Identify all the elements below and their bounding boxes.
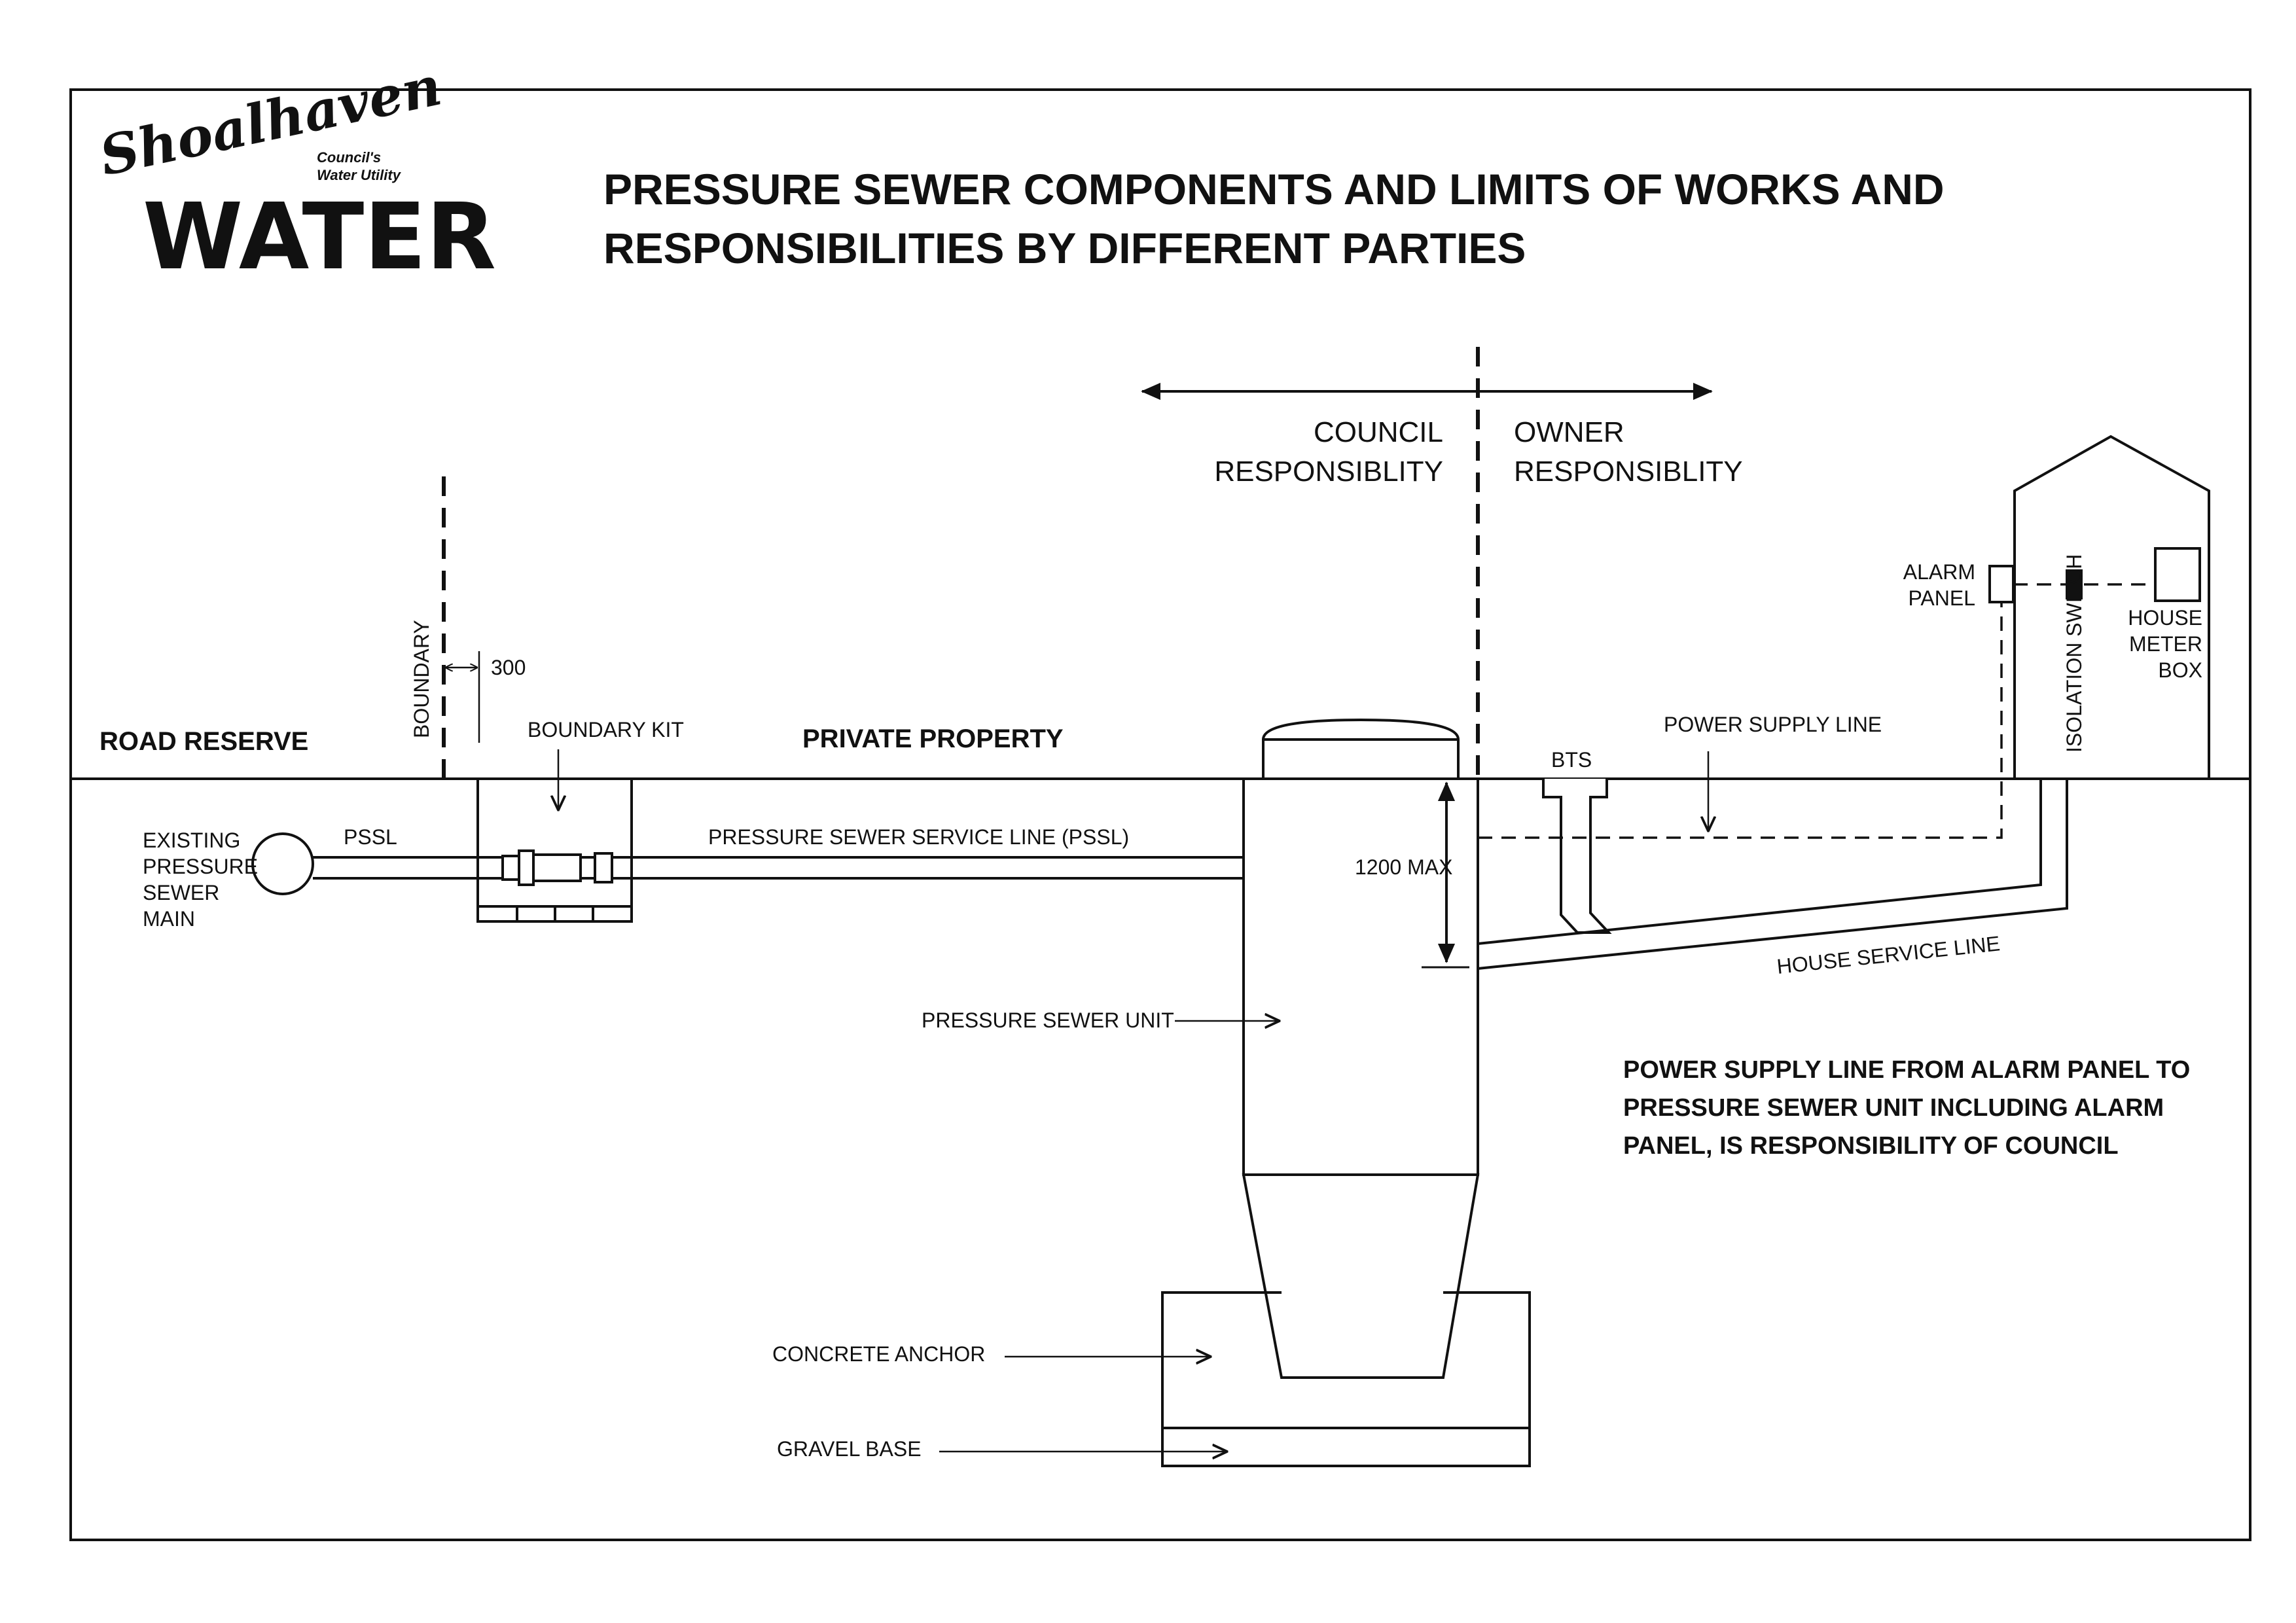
house-service-line-label: HOUSE SERVICE LINE	[1776, 931, 2001, 978]
pressure-sewer-unit-label: PRESSURE SEWER UNIT	[922, 1008, 1174, 1032]
bts-label: BTS	[1551, 748, 1592, 772]
existing-main-label-line4: MAIN	[143, 907, 195, 931]
dim-300-label: 300	[491, 656, 526, 679]
logo-word-text: WATER	[143, 184, 496, 291]
page-title-line2: RESPONSIBILITIES BY DIFFERENT PARTIES	[603, 224, 1526, 272]
pssl-full-label: PRESSURE SEWER SERVICE LINE (PSSL)	[708, 825, 1129, 849]
existing-sewer-main	[251, 832, 314, 895]
power-supply-line-label: POWER SUPPLY LINE	[1664, 713, 1882, 736]
page-frame	[69, 88, 2251, 1541]
power-supply-line	[1478, 602, 2003, 839]
council-responsibility-line2: RESPONSIBLITY	[1214, 455, 1443, 488]
bts-fitting	[1542, 779, 1612, 934]
note-line1: POWER SUPPLY LINE FROM ALARM PANEL TO	[1623, 1056, 2190, 1084]
note-line2: PRESSURE SEWER UNIT INCLUDING ALARM	[1623, 1094, 2164, 1122]
pressure-sewer-unit	[1242, 718, 1480, 1379]
logo-sub-line2: Water Utility	[317, 167, 402, 183]
owner-responsibility-line1: OWNER	[1514, 416, 1624, 448]
private-property-label: PRIVATE PROPERTY	[802, 724, 1064, 753]
meter-box-label-line1: HOUSE	[2128, 606, 2202, 630]
alarm-panel-label-line2: PANEL	[1908, 586, 1975, 610]
depth-label: 1200 MAX	[1355, 855, 1452, 879]
boundary-kit-label: BOUNDARY KIT	[528, 718, 684, 741]
logo-sub-line1: Council's	[317, 149, 381, 166]
owner-responsibility-line2: RESPONSIBLITY	[1514, 455, 1743, 488]
existing-main-label-line2: PRESSURE	[143, 855, 258, 878]
existing-main-label-line1: EXISTING	[143, 829, 240, 852]
alarm-panel	[1988, 565, 2015, 603]
isolation-switch-label: ISOLATION SWITCH	[2062, 554, 2086, 753]
boundary-label: BOUNDARY	[410, 620, 433, 738]
note-line3: PANEL, IS RESPONSIBILITY OF COUNCIL	[1623, 1132, 2119, 1160]
gravel-base-label: GRAVEL BASE	[777, 1437, 922, 1461]
concrete-anchor	[1161, 1291, 1531, 1467]
boundary-kit	[476, 779, 633, 923]
pssl-pipe	[313, 856, 1244, 880]
house-service-line	[1477, 779, 2068, 970]
road-reserve-label: ROAD RESERVE	[99, 727, 308, 756]
council-responsibility-line1: COUNCIL	[1314, 416, 1443, 448]
page-title-line1: PRESSURE SEWER COMPONENTS AND LIMITS OF …	[603, 165, 1945, 213]
concrete-anchor-label: CONCRETE ANCHOR	[772, 1342, 985, 1366]
house-outline	[2013, 435, 2210, 780]
meter-box-label-line3: BOX	[2158, 658, 2202, 682]
pssl-label: PSSL	[344, 825, 397, 849]
existing-main-label-line3: SEWER	[143, 881, 219, 904]
meter-box-label-line2: METER	[2129, 632, 2202, 656]
isolation-switch	[2066, 569, 2083, 599]
alarm-panel-label-line1: ALARM	[1903, 560, 1975, 584]
house-meter-box	[2154, 547, 2201, 602]
